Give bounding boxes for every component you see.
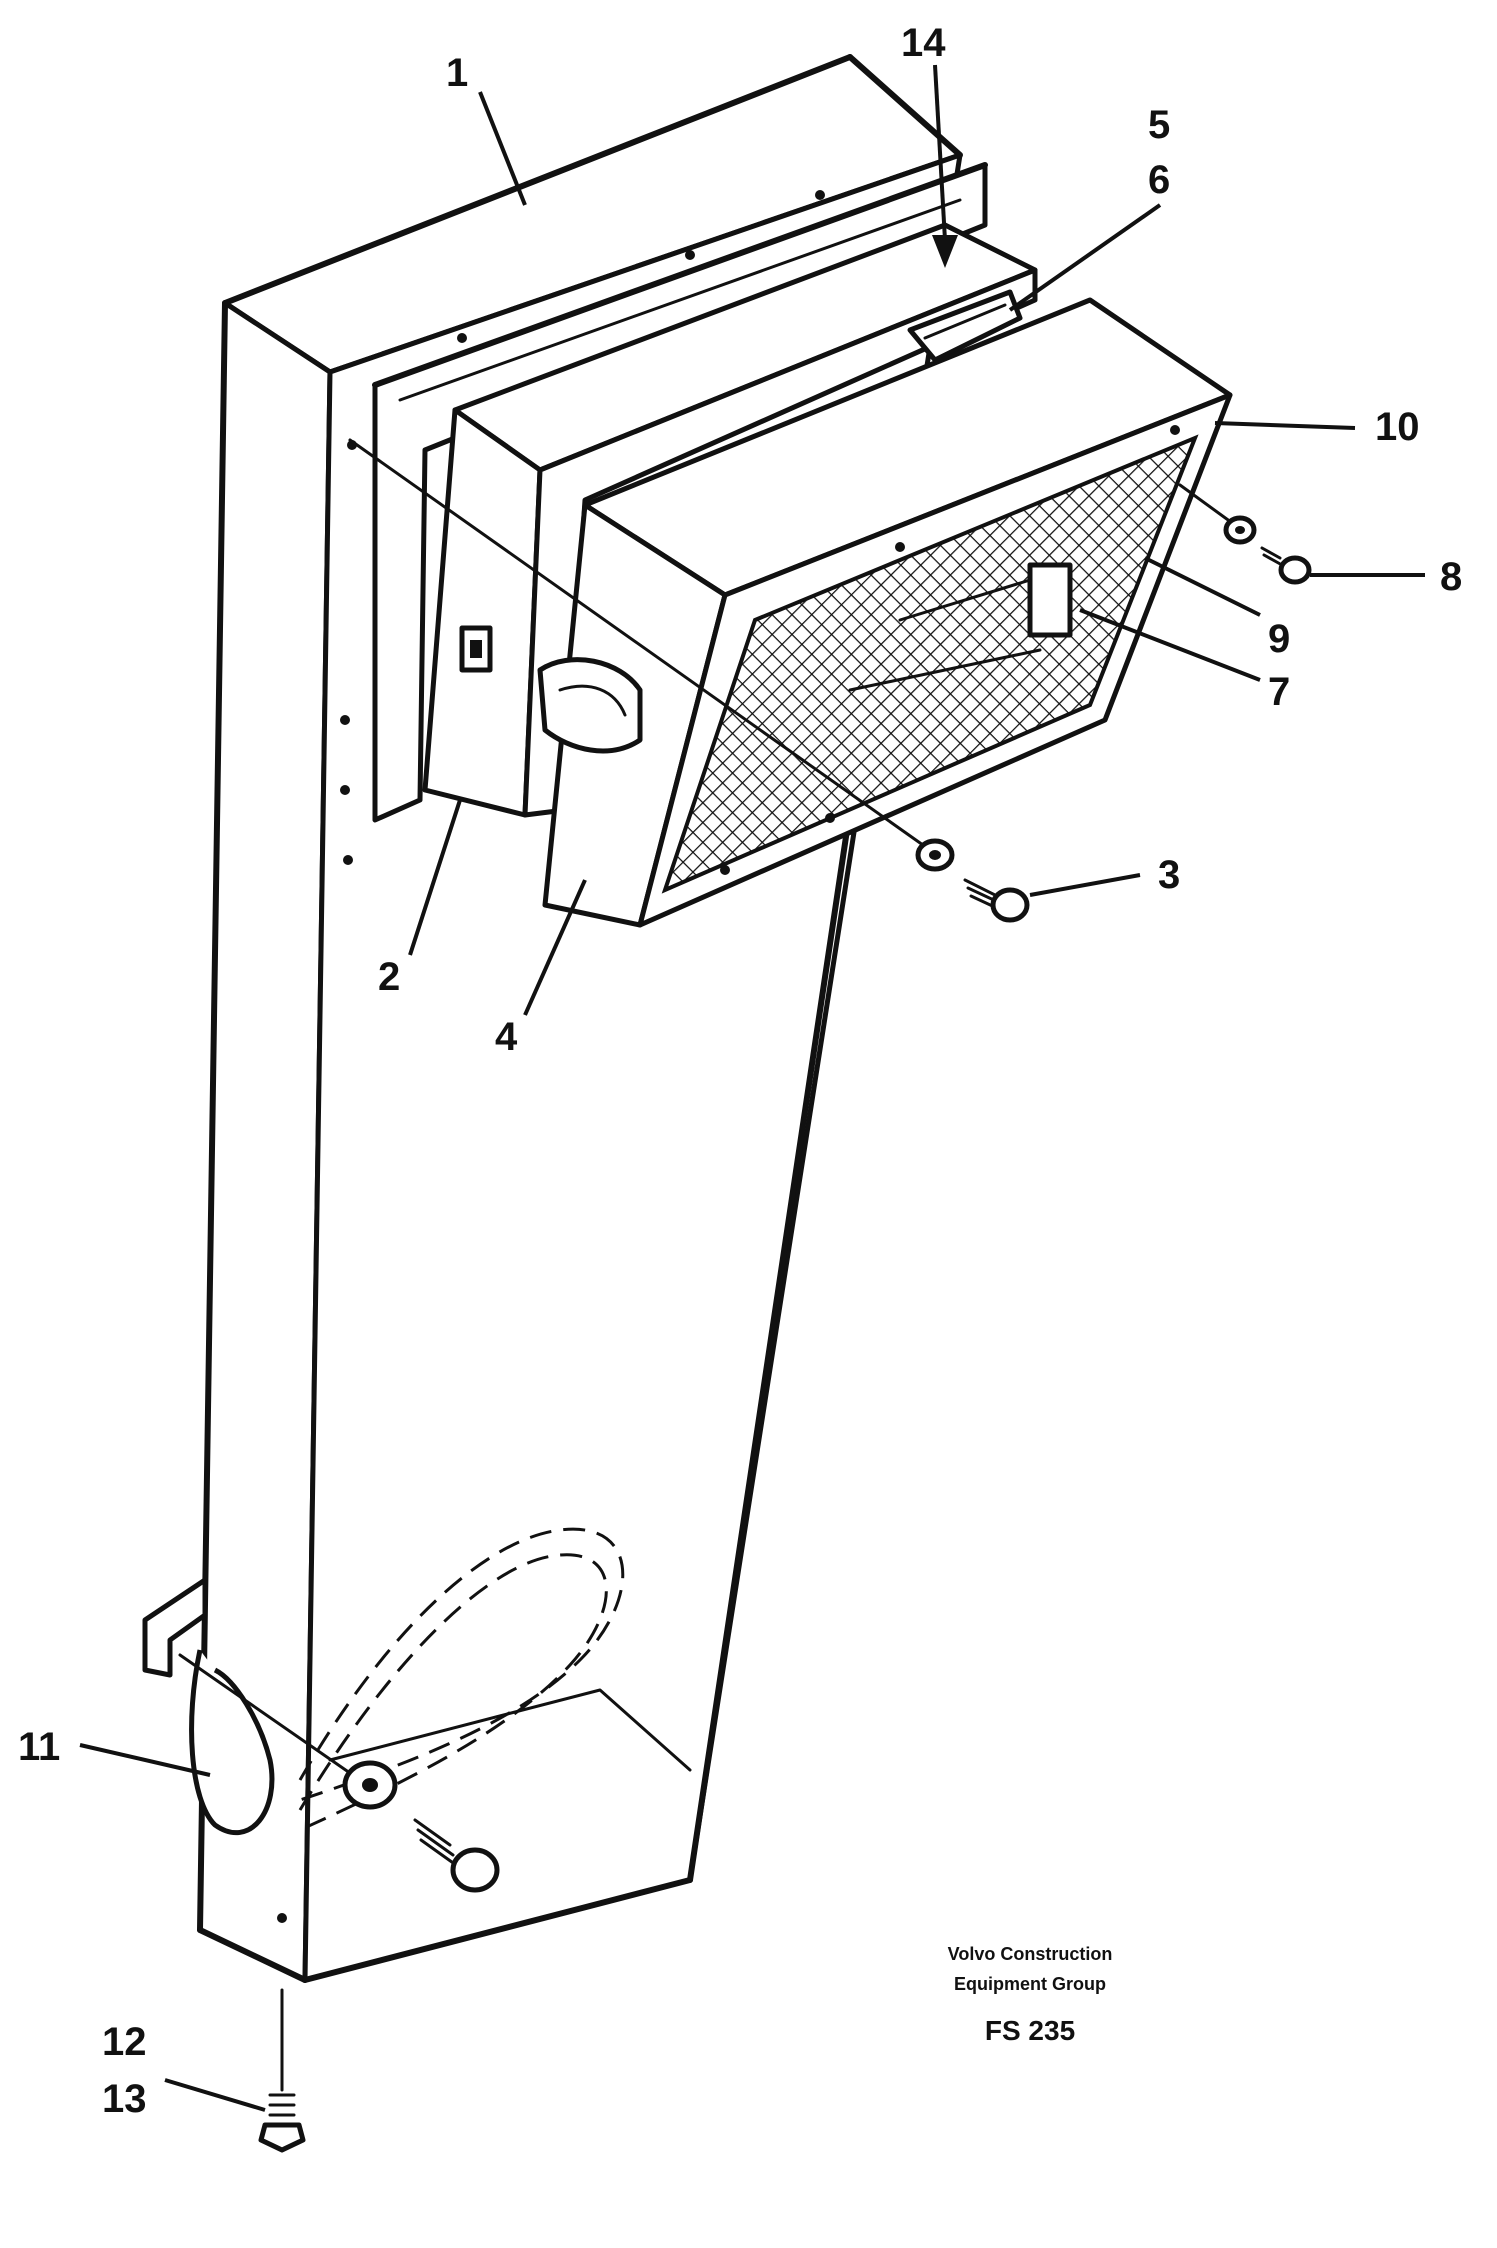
bolt-3 [348, 438, 1030, 923]
callout-3: 3 [1158, 853, 1180, 897]
callout-2: 2 [378, 955, 400, 999]
retaining-clip [907, 289, 1023, 363]
publisher-line-2: Equipment Group [954, 1974, 1106, 1994]
callout-labels: 1 14 5 6 10 8 9 7 3 2 4 11 12 13 [18, 21, 1462, 2121]
callout-11: 11 [18, 1725, 60, 1769]
publisher-line-1: Volvo Construction [948, 1944, 1113, 1964]
callout-6: 6 [1148, 158, 1170, 202]
filter-frame [537, 297, 1233, 928]
callout-12: 12 [102, 2020, 147, 2064]
bottom-screw [258, 1988, 306, 2153]
callout-13: 13 [102, 2077, 147, 2121]
callout-4: 4 [495, 1015, 518, 1059]
bolt-8 [1178, 483, 1312, 585]
filter-box [422, 222, 1038, 818]
hinge-bracket [142, 1577, 500, 1893]
callout-8: 8 [1440, 555, 1462, 599]
callout-5: 5 [1148, 103, 1170, 147]
figure-code: FS 235 [985, 2015, 1075, 2046]
leader-lines [79, 64, 1425, 2112]
callout-1: 1 [446, 51, 468, 95]
callout-9: 9 [1268, 617, 1290, 661]
internal-cable-hidden [298, 1527, 625, 1832]
callout-10: 10 [1375, 405, 1420, 449]
callout-7: 7 [1268, 670, 1290, 714]
callout-14: 14 [901, 21, 946, 65]
publisher-footer: Volvo Construction Equipment Group FS 23… [948, 1944, 1113, 2046]
